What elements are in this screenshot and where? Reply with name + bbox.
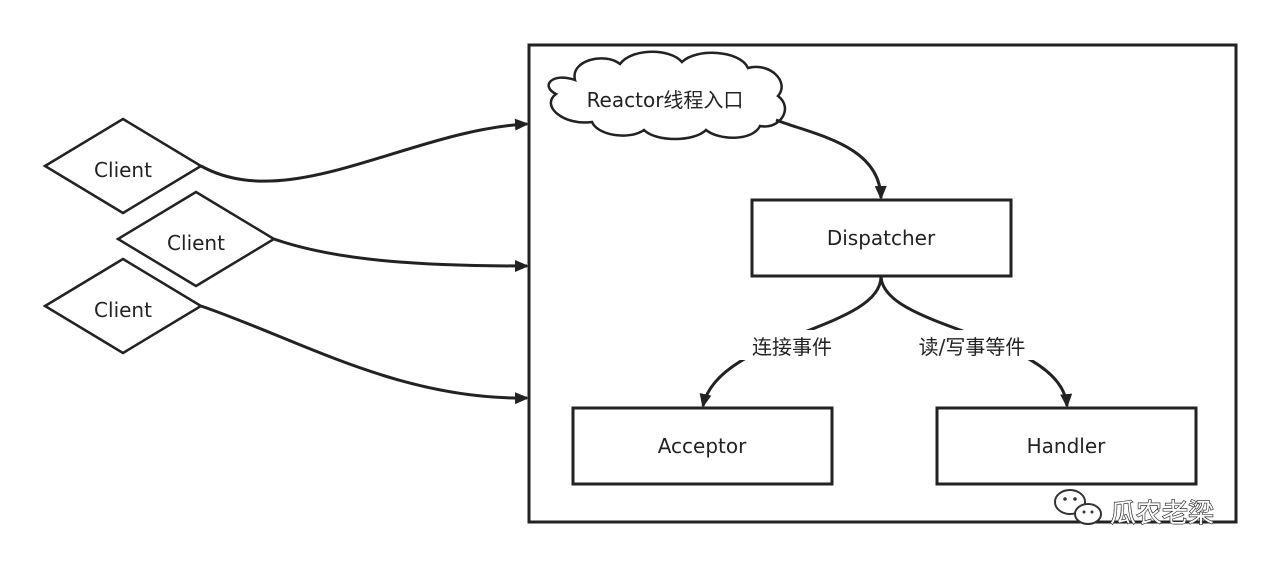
dispatcher-label: Dispatcher (827, 226, 936, 250)
watermark: 瓜农老梁 (1054, 489, 1215, 530)
reactor-entry-node: Reactor线程入口 (547, 50, 787, 141)
client-label: Client (94, 158, 152, 182)
readwrite-label-bg (904, 330, 1040, 360)
edge-client2-to-reactor (273, 237, 529, 272)
edge-reactor-to-dispatcher (775, 118, 887, 200)
client-node-3: Client (42, 257, 204, 355)
client-label: Client (167, 231, 225, 255)
watermark-text: 瓜农老梁 (1110, 499, 1214, 529)
dispatcher-box (750, 198, 1013, 278)
reactor-entry-label: Reactor线程入口 (587, 88, 744, 112)
dispatcher-node: Dispatcher (750, 198, 1013, 278)
client-label: Client (94, 298, 152, 322)
readwrite-event-label: 读/写事等件 (919, 335, 1026, 359)
handler-node: Handler (935, 406, 1198, 486)
client-node-1: Client (42, 117, 204, 215)
acceptor-label: Acceptor (658, 434, 747, 458)
handler-box (935, 406, 1198, 486)
acceptor-box (571, 406, 834, 486)
edge-client1-to-reactor (200, 118, 529, 183)
edge-client3-to-reactor (200, 304, 529, 405)
acceptor-node: Acceptor (571, 406, 834, 486)
cloud-shape (547, 50, 787, 141)
reactor-container (527, 43, 1238, 524)
wechat-icon (1054, 489, 1102, 525)
handler-label: Handler (1027, 434, 1107, 458)
connect-label-bg (738, 330, 846, 360)
connect-event-label: 连接事件 (752, 335, 832, 359)
